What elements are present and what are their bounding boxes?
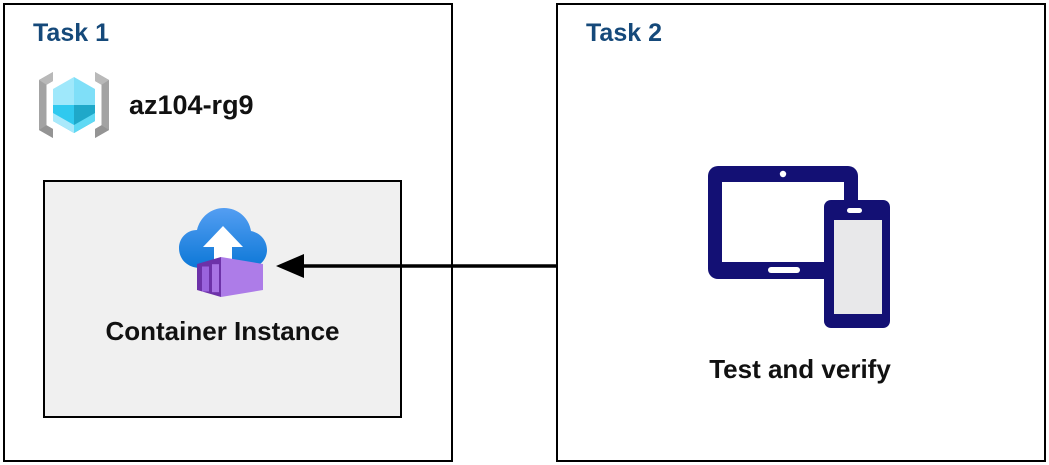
container-instance-card: Container Instance [43,180,402,418]
resource-group-row: az104-rg9 [35,67,254,143]
task-2-title: Task 2 [586,19,662,47]
task-1-title: Task 1 [33,19,109,47]
test-devices-label: Test and verify [709,354,891,384]
test-devices-icon [708,166,890,328]
test-devices-block: Test and verify [660,160,940,385]
resource-group-icon [39,72,109,138]
container-instance-icon [178,208,267,297]
container-instance-label: Container Instance [105,316,340,346]
resource-group-label: az104-rg9 [129,89,254,120]
task-1-panel: Task 1 [3,3,453,462]
